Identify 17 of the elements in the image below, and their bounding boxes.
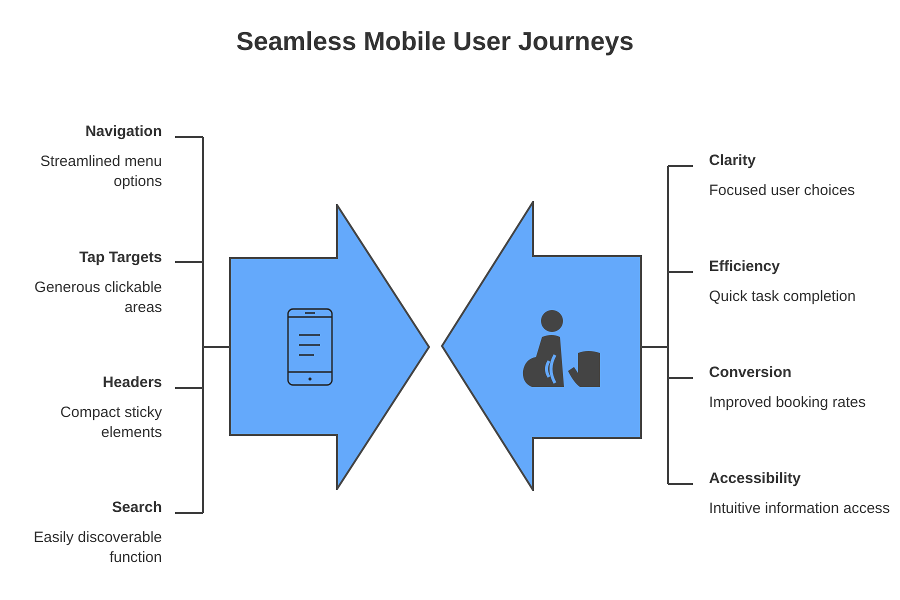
item-description: Focused user choices — [709, 181, 855, 201]
item-description: Streamlined menu options — [39, 152, 162, 192]
item-heading: Search — [112, 498, 162, 518]
title: Seamless Mobile User Journeys — [235, 25, 635, 58]
item-description: Compact sticky elements — [59, 403, 162, 443]
item-description: Quick task completion — [709, 287, 856, 307]
item-heading: Accessibility — [709, 469, 801, 489]
item-heading: Headers — [102, 373, 162, 393]
item-heading: Conversion — [709, 363, 792, 383]
item-description: Generous clickable areas — [33, 278, 162, 318]
item-description: Intuitive information access — [709, 499, 890, 519]
item-heading: Efficiency — [709, 257, 780, 277]
item-heading: Clarity — [709, 151, 756, 171]
item-heading: Navigation — [85, 122, 162, 142]
item-description: Easily discoverable function — [32, 528, 162, 568]
item-description: Improved booking rates — [709, 393, 866, 413]
item-heading: Tap Targets — [79, 248, 162, 268]
